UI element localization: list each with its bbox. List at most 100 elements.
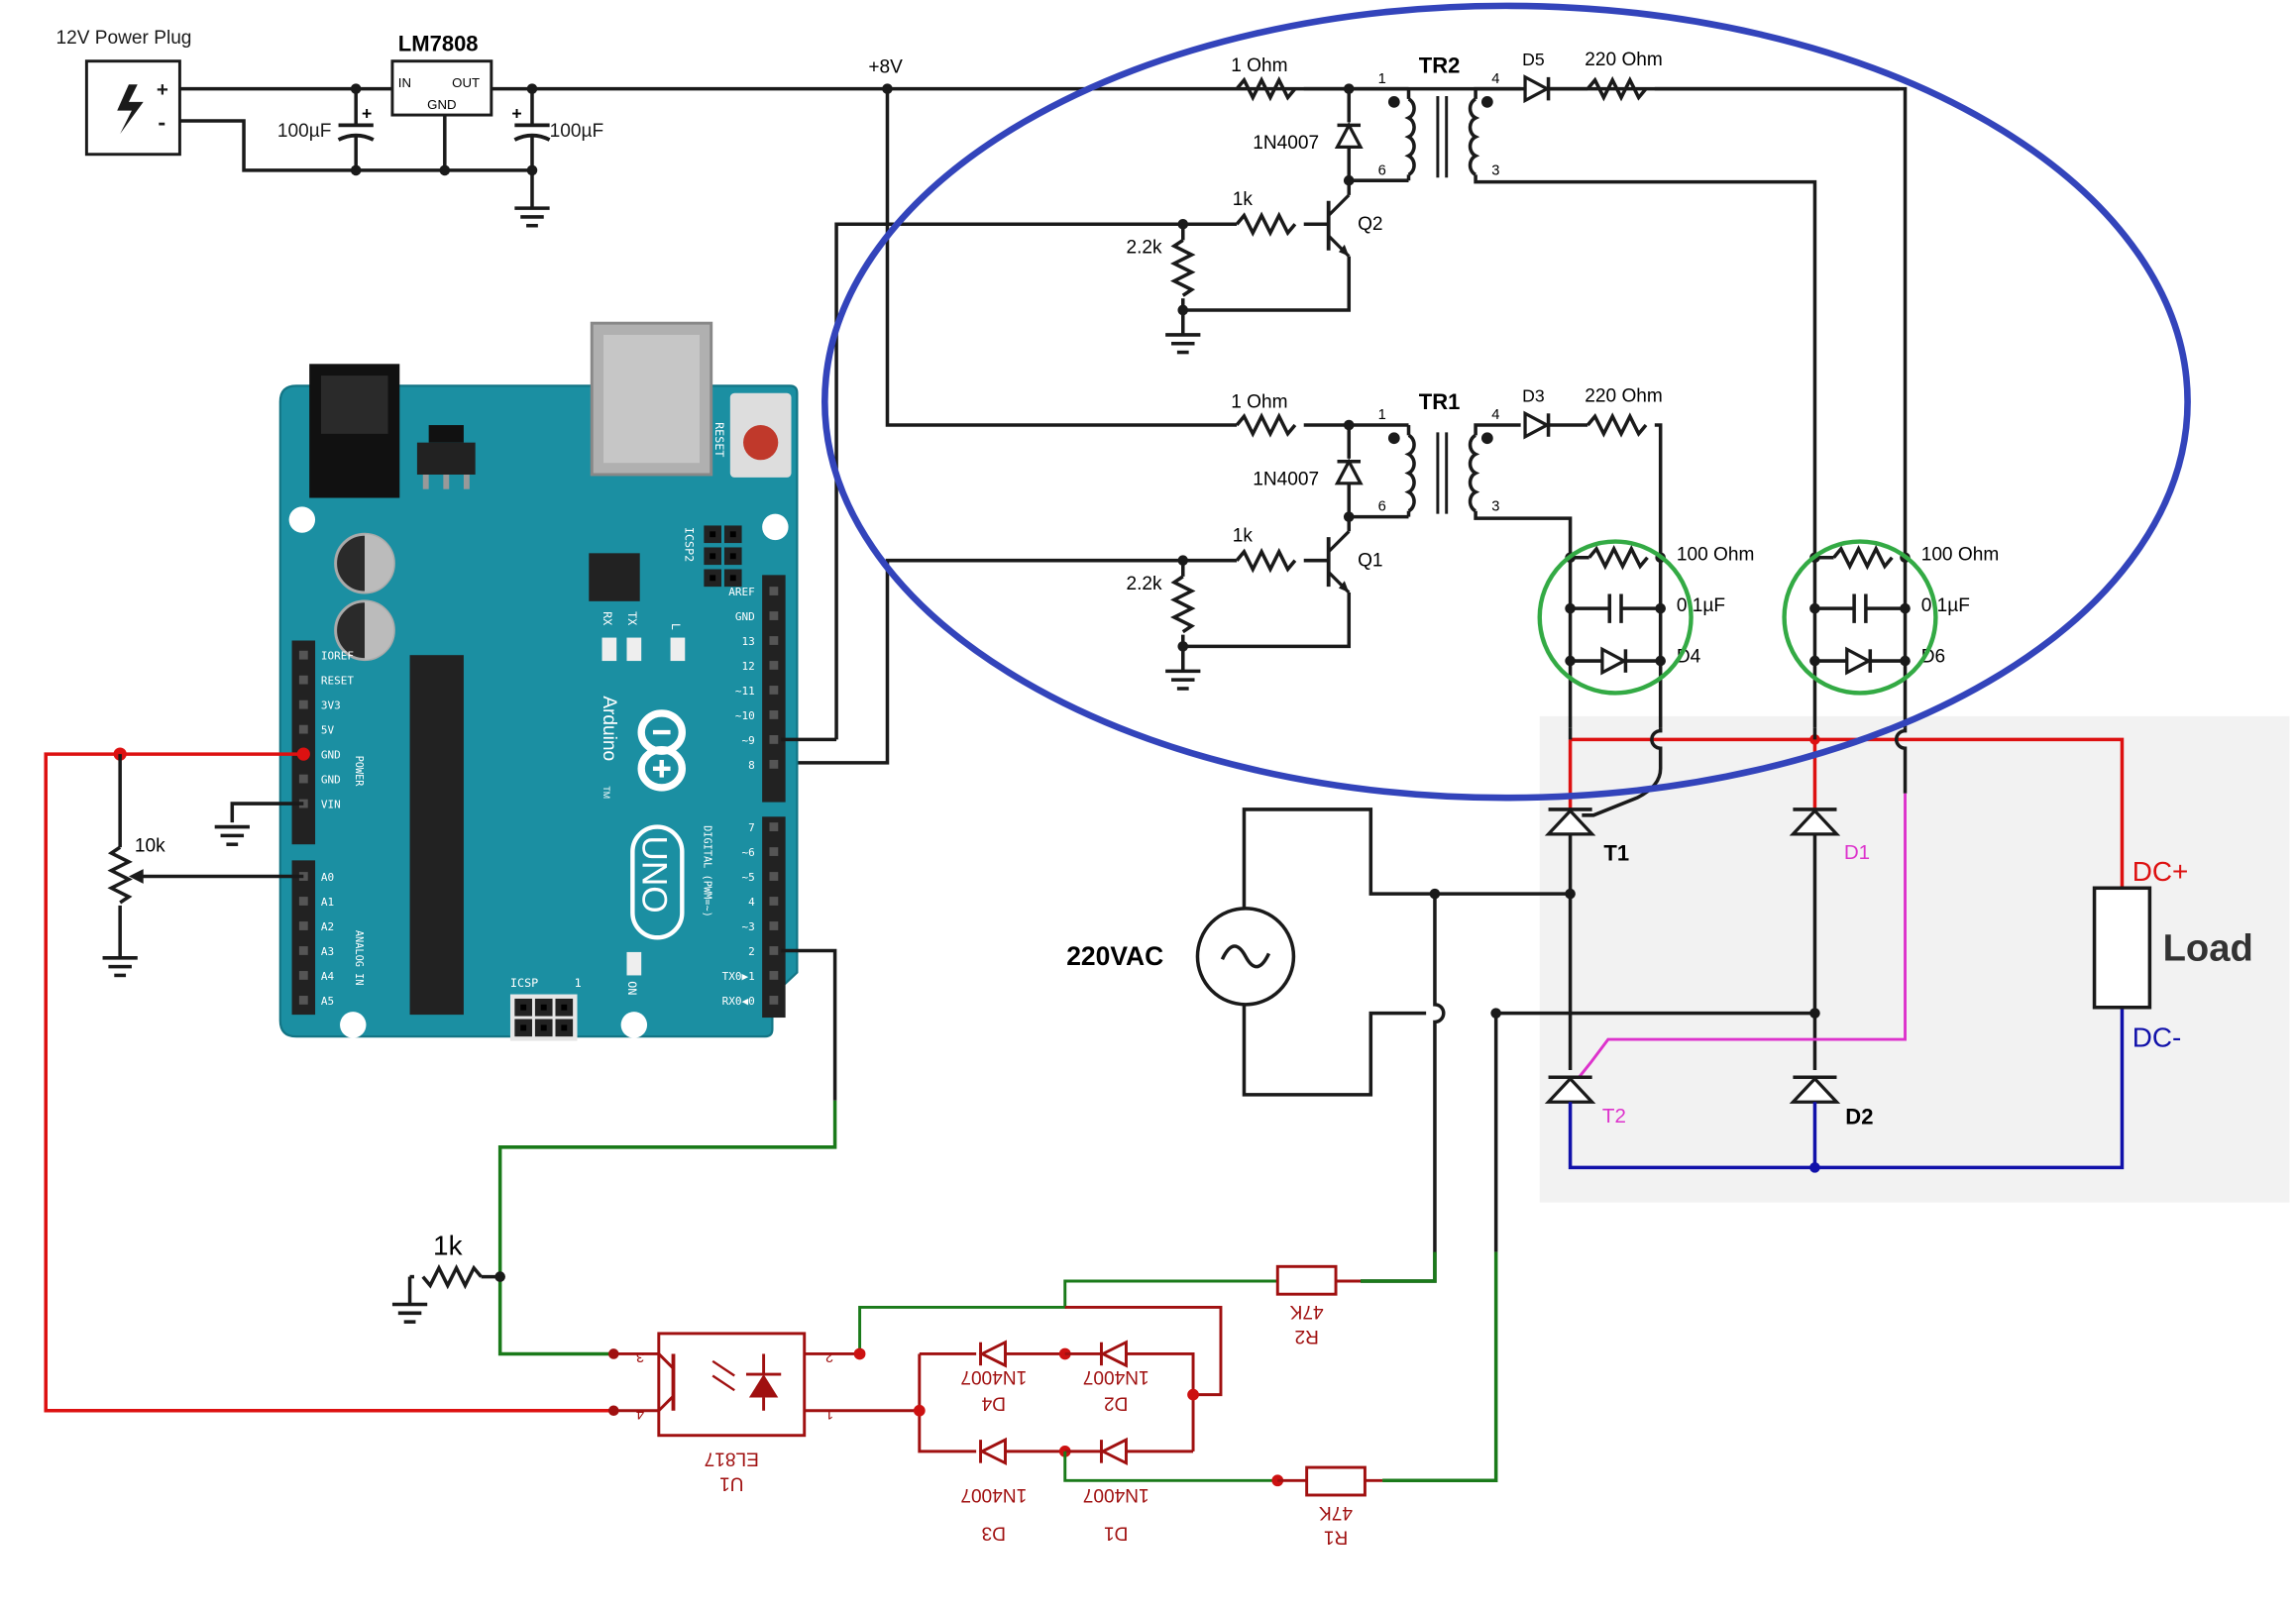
arduino-board <box>278 384 799 1038</box>
header-pin[interactable] <box>298 799 308 808</box>
header-pin[interactable] <box>769 587 779 595</box>
r1-name: R1 <box>1324 1527 1348 1548</box>
header-pin[interactable] <box>769 759 779 769</box>
d1-part: 1N4007 <box>1083 1484 1149 1505</box>
power-pin-label: VIN <box>321 798 341 810</box>
header-pin[interactable] <box>769 946 779 955</box>
digital-pin-label: GND <box>735 610 755 623</box>
power-pin-label: GND <box>321 749 341 762</box>
header-pin[interactable] <box>769 971 779 980</box>
scr-bridge: T1 D1 T2 D2 DC+ DC- Load <box>1434 727 2253 1173</box>
opto-pin2: 2 <box>825 1348 833 1364</box>
power-title: POWER <box>353 756 365 788</box>
tr1-pin1: 1 <box>1378 407 1386 423</box>
header-pin[interactable] <box>298 996 308 1005</box>
power-pin-label: RESET <box>321 675 354 688</box>
digital-pin-label: 13 <box>742 635 755 648</box>
header-pin[interactable] <box>298 872 308 881</box>
arduino-tm: TM <box>601 786 611 799</box>
digital-pin-label: 7 <box>748 821 755 834</box>
opto-name: U1 <box>719 1472 743 1493</box>
power-supply: 12V Power Plug + - + 100µF LM7808 IN OUT… <box>56 28 1900 228</box>
r2-resistor <box>1275 1264 1338 1296</box>
plug-plus: + <box>157 78 168 101</box>
d1-label: D1 <box>1844 841 1870 864</box>
scr-t2-label: T2 <box>1602 1105 1626 1128</box>
cap1-plus: + <box>362 103 372 123</box>
cap2-label: 100µF <box>550 121 604 142</box>
header-pin[interactable] <box>769 822 779 831</box>
snubber-left-c: 0.1µF <box>1677 595 1725 616</box>
digital-pin-label: 8 <box>748 759 755 772</box>
analog-header <box>291 860 316 1016</box>
arduino-brand: Arduino <box>599 696 619 761</box>
header-pin[interactable] <box>769 872 779 881</box>
header-pin[interactable] <box>769 636 779 645</box>
opto-pin1: 1 <box>825 1405 833 1421</box>
tr1-pin4: 4 <box>1491 407 1499 423</box>
icsp-pin1-label: 1 <box>575 976 582 990</box>
driver-tr1: 1 Ohm 1N4007 1 6 4 3 TR1 D3 220 Ohm <box>781 386 1663 765</box>
q1-r-pull: 2.2k <box>1126 574 1162 594</box>
mount-hole <box>762 513 789 541</box>
header-pin[interactable] <box>769 735 779 744</box>
isolation-highlight-oval <box>821 2 2191 802</box>
header-pin[interactable] <box>769 921 779 930</box>
analog-title: ANALOG IN <box>353 930 365 986</box>
arduino-model: UNO <box>635 835 674 913</box>
header-pin[interactable] <box>769 661 779 670</box>
mount-hole <box>340 1012 367 1038</box>
tr2-pin4: 4 <box>1491 71 1499 87</box>
header-pin[interactable] <box>298 650 308 660</box>
header-pin[interactable] <box>298 921 308 930</box>
icsp-label: ICSP <box>510 976 538 990</box>
optocoupler <box>657 1332 807 1438</box>
d3-name: D3 <box>982 1522 1006 1543</box>
header-pin[interactable] <box>769 686 779 695</box>
reg-in-label: IN <box>398 75 411 90</box>
cap2-plus: + <box>511 103 521 123</box>
digital-pin-label: ~11 <box>735 685 755 698</box>
header-pin[interactable] <box>298 897 308 906</box>
d2-name: D2 <box>1104 1393 1128 1414</box>
d2-part: 1N4007 <box>1083 1366 1149 1387</box>
header-pin[interactable] <box>769 710 779 719</box>
header-pin[interactable] <box>769 847 779 856</box>
header-pin[interactable] <box>298 946 308 955</box>
header-pin[interactable] <box>298 724 308 734</box>
scr-t1-label: T1 <box>1603 840 1629 865</box>
dc-minus-label: DC- <box>2132 1022 2182 1052</box>
header-pin[interactable] <box>769 996 779 1005</box>
digital-pin-label: 4 <box>748 896 755 909</box>
header-pin[interactable] <box>298 774 308 784</box>
snubber-left: 100 Ohm 0.1µF D4 <box>1537 539 1754 728</box>
arduino-wiring: 10k <box>44 737 837 1413</box>
header-pin[interactable] <box>298 699 308 709</box>
tr2-r-out: 220 Ohm <box>1585 50 1663 70</box>
driver-tr2: 1 Ohm 1N4007 1 6 4 3 TR2 D5 220 Ohm <box>834 50 1908 740</box>
tr2-diode: D5 <box>1522 50 1545 69</box>
tr2-r-in: 1 Ohm <box>1231 55 1287 76</box>
arduino-logo-icon <box>637 709 686 792</box>
header-pin[interactable] <box>298 971 308 980</box>
digital-pin-label: AREF <box>728 586 755 598</box>
q1-label: Q1 <box>1358 551 1382 572</box>
tr2-pin1: 1 <box>1378 71 1386 87</box>
header-pin[interactable] <box>298 675 308 685</box>
tx-label: TX <box>625 611 639 625</box>
header-pin[interactable] <box>769 897 779 906</box>
digital-pin-label: ~9 <box>742 734 755 747</box>
tr1-name: TR1 <box>1419 389 1461 414</box>
d3-part: 1N4007 <box>960 1484 1027 1505</box>
header-pin[interactable] <box>769 611 779 620</box>
tr1-pin3: 3 <box>1491 499 1499 515</box>
q1-r-base: 1k <box>1233 526 1254 547</box>
tr1-r-in: 1 Ohm <box>1231 391 1287 412</box>
plug-label: 12V Power Plug <box>56 28 192 49</box>
l-label: L <box>669 623 683 630</box>
r-sense-label: 1k <box>433 1231 463 1261</box>
tr1-pin6: 6 <box>1378 499 1386 515</box>
r1-resistor <box>1305 1465 1367 1497</box>
